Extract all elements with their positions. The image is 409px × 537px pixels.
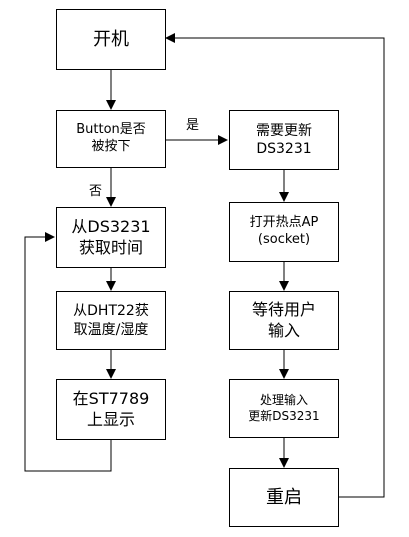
node-read-dht22: 从DHT22获 取温度/湿度 [56,291,166,350]
node-display-st7789: 在ST7789 上显示 [56,379,166,440]
node-need-update: 需要更新 DS3231 [229,110,339,170]
node-process-input: 处理输入 更新DS3231 [229,379,339,438]
edge-label-yes: 是 [186,118,200,133]
edge-label-no: 否 [89,184,103,199]
arrow-display-loop-to-ds-read [24,232,112,472]
node-read-ds3231: 从DS3231 获取时间 [56,207,166,268]
node-restart: 重启 [229,468,339,527]
node-open-hotspot: 打开热点AP (socket) [229,202,339,262]
node-button-pressed: Button是否 被按下 [56,110,166,168]
node-boot: 开机 [56,9,166,70]
arrow-restart-to-boot [165,33,385,498]
node-wait-input: 等待用户 输入 [229,291,339,350]
